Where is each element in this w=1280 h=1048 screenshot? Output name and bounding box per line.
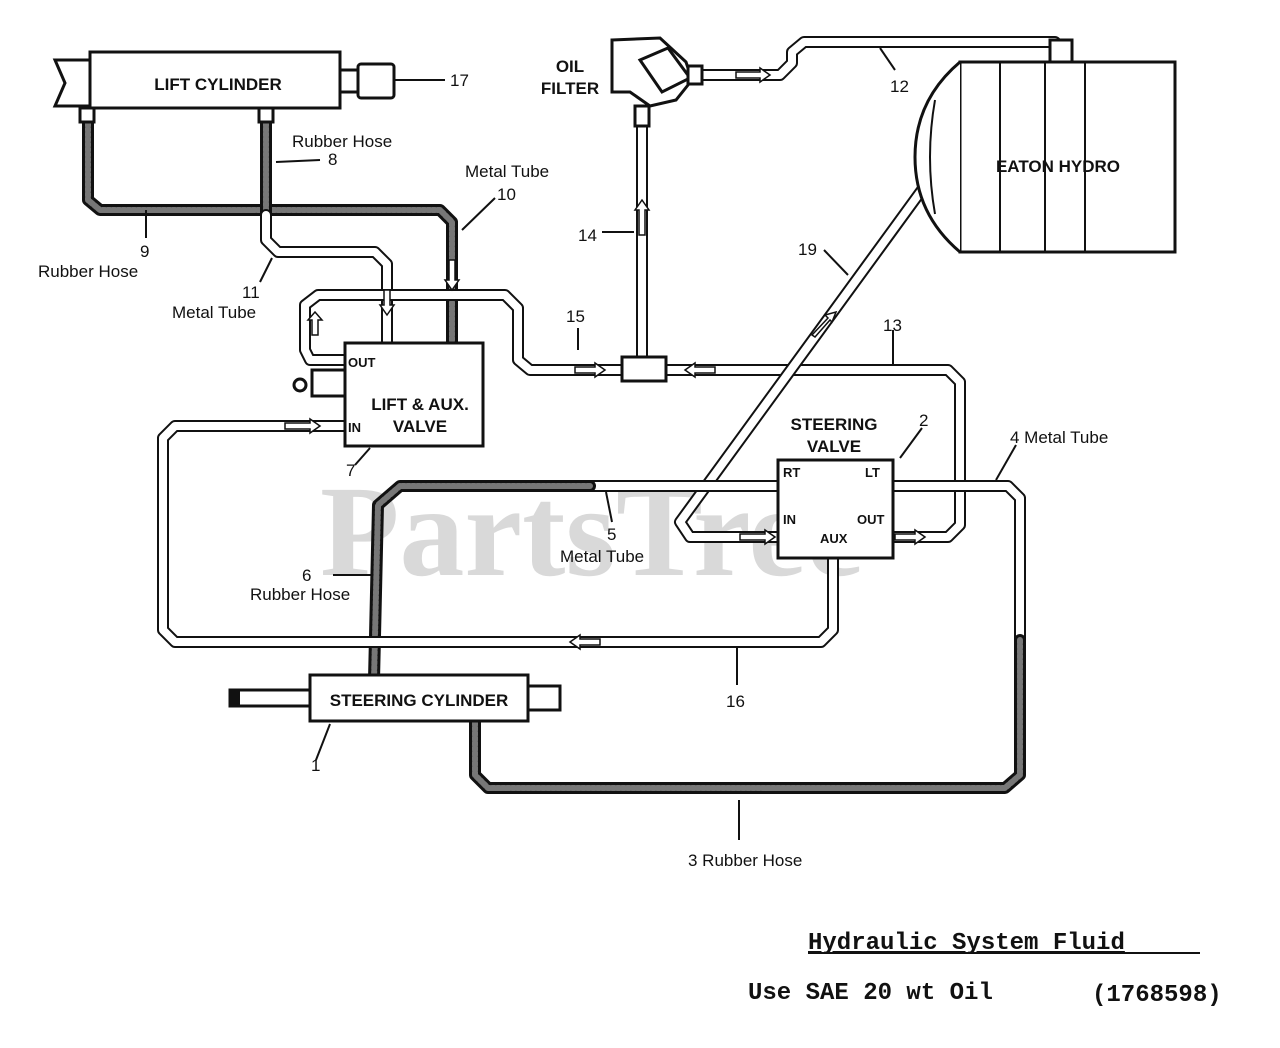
oil-filter-label-2: FILTER [541,79,599,98]
callout-2: 2 [919,411,928,430]
callout-14: 14 [578,226,597,245]
arrow-up [306,310,324,336]
hose-8-tube-11 [260,112,393,386]
arrow-left [683,361,716,379]
arrow-up [810,310,838,338]
footer-note: Hydraulic System Fluid Use SAE 20 wt Oil… [748,930,1222,1009]
arrow-right [739,528,777,546]
lift-cylinder-label: LIFT CYLINDER [154,75,282,94]
arrow-right [574,361,607,379]
callout-10-desc: Metal Tube [465,162,549,181]
lift-port-out: OUT [348,355,376,370]
lift-cylinder: LIFT CYLINDER [52,50,396,124]
arrow-left [568,633,601,651]
tube-15 [299,289,636,376]
callout-19: 19 [798,240,817,259]
callout-6-desc: Rubber Hose [250,585,350,604]
callout-3: 3 Rubber Hose [688,851,802,870]
steer-port-in: IN [783,512,796,527]
steer-port-rt: RT [783,465,800,480]
leader-lines [145,47,1017,840]
callout-5-desc: Metal Tube [560,547,644,566]
steer-port-lt: LT [865,465,880,480]
arrow-up [633,198,651,236]
steering-cylinder: STEERING CYLINDER [228,673,562,723]
arrow-right [894,528,927,546]
callout-6: 6 [302,566,311,585]
callout-15: 15 [566,307,585,326]
oil-filter-label-1: OIL [556,57,584,76]
eaton-hydro: EATON HYDRO [913,38,1177,254]
steering-valve-label-2: VALVE [807,437,861,456]
callouts: 17 Rubber Hose 8 Metal Tube 10 9 Rubber … [38,71,1108,870]
flow-arrows [284,66,927,651]
lift-aux-valve-label-2: VALVE [393,417,447,436]
arrow-right [284,417,322,435]
oil-filter: OIL FILTER [541,36,704,128]
lift-aux-valve: OUT IN LIFT & AUX. VALVE [292,341,485,448]
steering-valve-label-1: STEERING [791,415,878,434]
callout-8-desc: Rubber Hose [292,132,392,151]
tube-16 [157,420,839,648]
hoses-and-tubes [82,36,1071,794]
callout-9: 9 [140,242,149,261]
callout-13: 13 [883,316,902,335]
callout-9-desc: Rubber Hose [38,262,138,281]
hose-6-tube-5 [368,480,806,686]
steer-port-aux: AUX [820,531,848,546]
hose-3-tube-4 [469,480,1026,794]
callout-5: 5 [607,525,616,544]
lift-aux-valve-label-1: LIFT & AUX. [371,395,469,414]
steering-cylinder-label: STEERING CYLINDER [330,691,509,710]
tube-13 [649,364,966,543]
footer-part-number: (1768598) [1092,982,1222,1009]
steer-port-out: OUT [857,512,885,527]
callout-16: 16 [726,692,745,711]
callout-1: 1 [311,756,320,775]
eaton-hydro-label: EATON HYDRO [996,157,1120,176]
arrow-down [443,259,461,292]
callout-8: 8 [328,150,337,169]
callout-10: 10 [497,185,516,204]
callout-11: 11 [242,283,260,302]
tee-fitting [620,355,668,383]
steering-valve: RT LT IN OUT AUX STEERING VALVE [776,415,895,560]
footer-note-text: Use SAE 20 wt Oil [748,980,993,1007]
callout-7: 7 [346,461,355,480]
callout-12: 12 [890,77,909,96]
callout-11-desc: Metal Tube [172,303,256,322]
callout-17: 17 [450,71,469,90]
lift-port-in: IN [348,420,361,435]
callout-4: 4 Metal Tube [1010,428,1108,447]
arrow-down [378,289,396,317]
arrow-right [735,66,772,84]
